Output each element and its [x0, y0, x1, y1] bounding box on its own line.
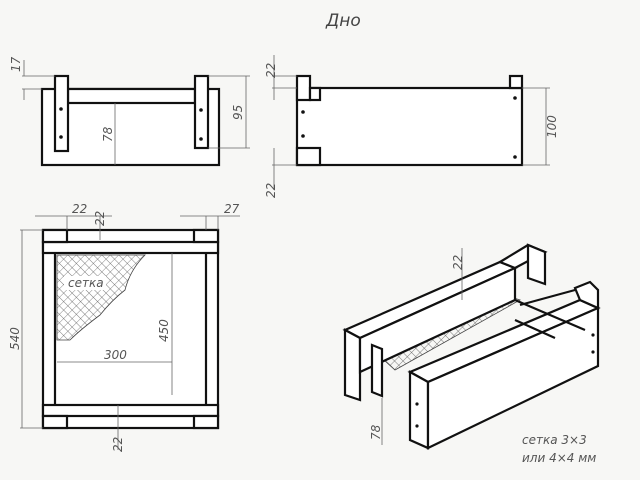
dim-78: 78	[101, 126, 115, 142]
dim-22-a: 22	[72, 202, 87, 216]
dim-27: 27	[224, 202, 240, 216]
dim-22-b: 22	[93, 211, 107, 226]
dim-22-top: 22	[264, 63, 278, 78]
dim-22-bottom: 22	[264, 183, 278, 198]
dim-100: 100	[545, 115, 559, 138]
dim-17: 17	[9, 56, 23, 72]
dim-22-bottom: 22	[111, 437, 125, 452]
dim-540: 540	[8, 327, 22, 350]
side-view: 22 22 100	[264, 55, 559, 198]
dim-95: 95	[231, 105, 245, 120]
iso-dim-78: 78	[369, 424, 383, 440]
drawing-title: Дно	[325, 11, 361, 31]
note-mesh-size: сетка 3×3	[522, 433, 587, 447]
front-view: 17 95 78	[9, 56, 250, 167]
note-mesh-alt: или 4×4 мм	[522, 451, 596, 465]
isometric-view: 22 78	[342, 243, 601, 450]
plan-view: сетка 22 22 27 540 450 300 22	[8, 202, 240, 452]
mesh-label: сетка	[68, 276, 104, 290]
dim-450: 450	[157, 319, 171, 342]
iso-dim-22: 22	[451, 255, 465, 270]
dim-300: 300	[104, 348, 127, 362]
